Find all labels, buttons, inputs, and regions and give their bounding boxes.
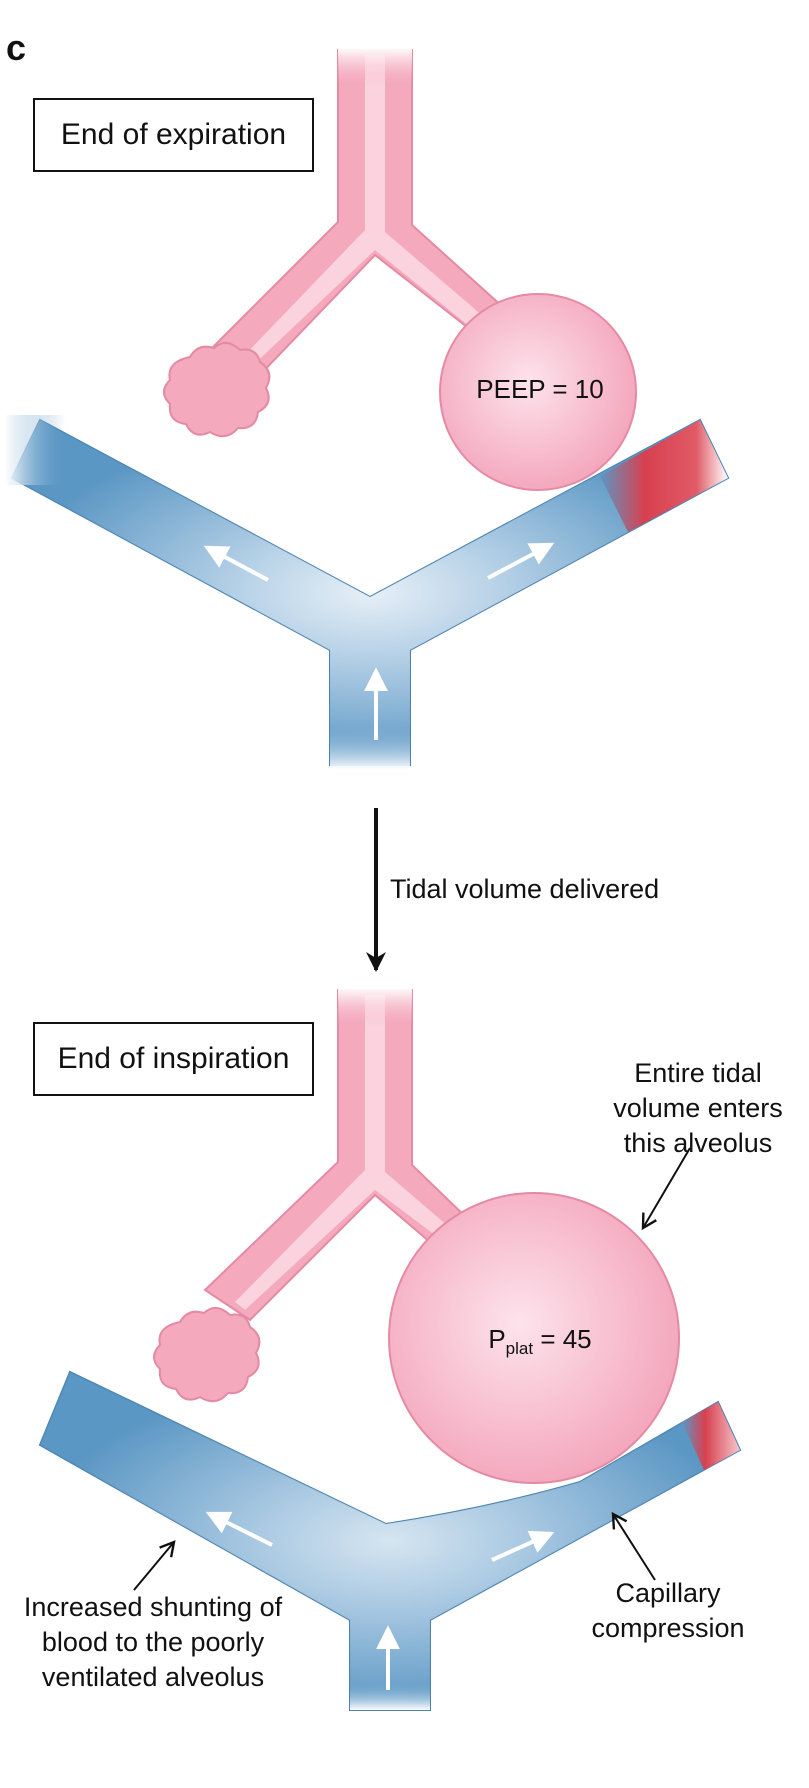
annotation-alveolus: Entire tidal volume enters this alveolus [613,1058,783,1159]
peep-label: PEEP = 10 [476,374,604,404]
inspiration-title: End of inspiration [57,1042,290,1075]
pointer-alveolus [641,1147,691,1231]
collapsed-alveolus-top [163,342,271,438]
inspiration-title-box: End of inspiration [33,1022,314,1096]
inspiration-panel [38,988,742,1711]
flow-arrow-right-bottom [491,1530,555,1562]
pplat-subscript: plat [505,1339,534,1359]
annotation-shunting: Increased shunting of blood to the poorl… [23,1592,283,1693]
pplat-label: Pplat = 45 [450,1324,630,1359]
pointer-shunting [133,1540,176,1591]
annotation-capillary: Capillary compression [591,1578,745,1644]
expiration-panel [5,48,730,770]
pplat-value: = 45 [533,1324,592,1354]
flow-arrow-right [487,542,555,580]
collapsed-alveolus-bottom [153,1307,261,1403]
flow-arrow-left-bottom [205,1511,273,1547]
expiration-title: End of expiration [60,118,287,151]
capillary-vessel-top [5,415,730,770]
inflated-alveolus-top [439,293,637,491]
expiration-title-box: End of expiration [33,98,314,172]
panel-letter: c [6,27,27,68]
capillary-vessel-bottom [38,1370,742,1711]
overdistended-alveolus [388,1192,680,1484]
airway-tree-top [163,48,637,491]
airway-tree-bottom [153,988,680,1484]
transition-label: Tidal volume delivered [390,874,660,904]
flow-arrow-left [203,545,269,582]
pointer-capillary [611,1511,656,1581]
pplat-symbol: P [488,1324,506,1354]
